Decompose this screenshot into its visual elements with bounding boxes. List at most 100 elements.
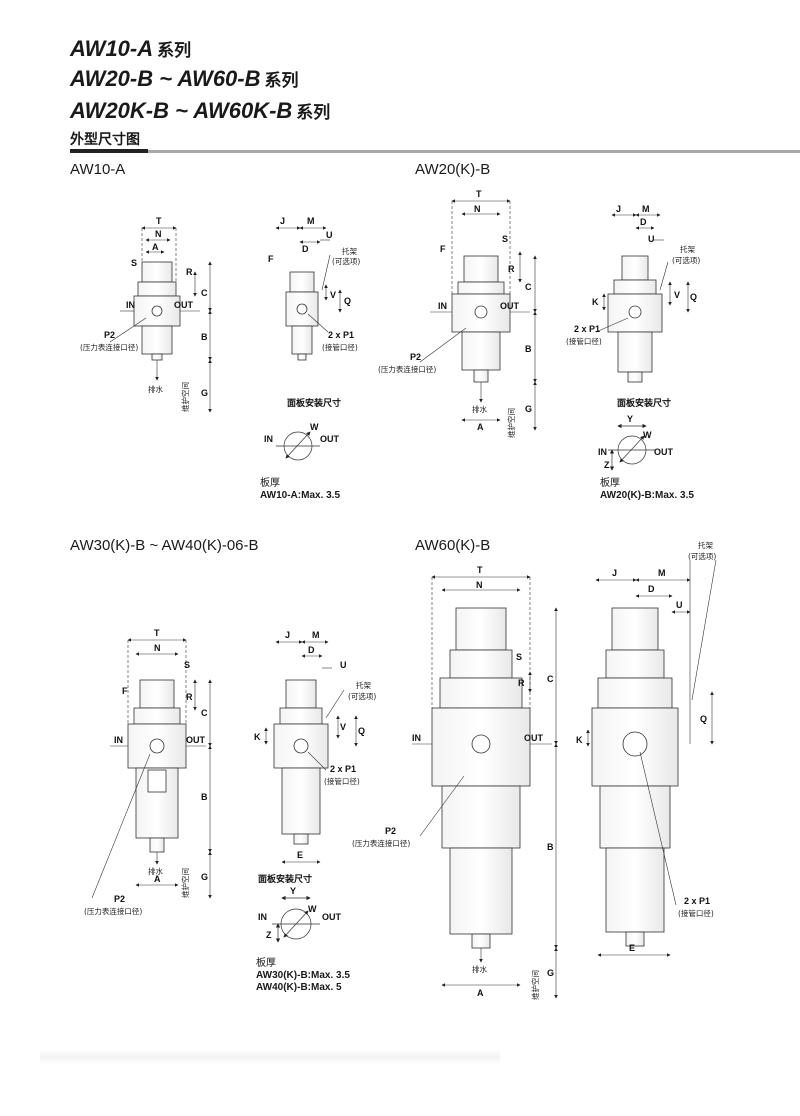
aw20-side-view (607, 255, 663, 383)
aw30-thickness-value: AW30(K)-B:Max. 3.5 (256, 970, 350, 981)
title-model-2: AW20-B ~ AW60-B (70, 66, 261, 91)
aw10-label-in: IN (126, 300, 135, 310)
aw30-side-dim-e: E (297, 850, 303, 860)
aw30-panel-y: Y (290, 886, 296, 896)
aw30-side-dim-v: V (340, 722, 346, 732)
aw20-side-dim-k: K (592, 297, 599, 307)
aw30-dim-n: N (154, 643, 161, 653)
aw30-side-dim-k: K (254, 732, 261, 742)
aw20-thickness-label: 板厚 (600, 478, 620, 489)
aw60-dim-c: C (547, 674, 554, 684)
aw10-side-dim-j: J (280, 216, 285, 226)
aw60-label-bracket-note: (可选项) (688, 551, 716, 561)
aw30-front-view (127, 679, 187, 853)
aw20-panel-w: W (643, 430, 652, 440)
aw30-side-dims (264, 640, 358, 864)
aw60-side-dim-e: E (629, 943, 635, 953)
aw30-panel-in: IN (258, 912, 267, 922)
title-model-1: AW10-A (70, 36, 154, 61)
aw20-label-in: IN (438, 301, 447, 311)
aw20-panel-in: IN (598, 447, 607, 457)
aw60-label-in: IN (412, 733, 421, 743)
aw30-label-bracket-note: (可选项) (348, 691, 376, 701)
aw60-dim-g: G (547, 968, 554, 978)
aw20-front-view (451, 255, 511, 383)
aw60-front-view (431, 607, 531, 949)
aw20-dim-s: S (502, 234, 508, 244)
title-rule (70, 150, 800, 153)
aw20-label-bracket-note: (可选项) (672, 255, 700, 265)
section-title-aw10: AW10-A (70, 161, 126, 178)
aw20-label-maintenance: 维护空间 (506, 408, 516, 438)
aw10-thickness-note: 板厚 AW10-A:Max. 3.5 (260, 478, 340, 502)
aw30-panel-title: 面板安装尺寸 (258, 873, 312, 885)
aw10-front-dims (109, 226, 212, 413)
aw60-label-p2: P2 (385, 826, 396, 836)
aw10-label-drain: 排水 (148, 384, 163, 394)
aw30-label-in: IN (114, 735, 123, 745)
aw60-side-dims (586, 559, 717, 957)
aw30-dim-t: T (154, 628, 160, 638)
aw10-panel-w: W (310, 422, 319, 432)
aw30-panel-w: W (308, 904, 317, 914)
aw10-side-view (285, 271, 319, 361)
aw20-panel-y: Y (627, 414, 633, 424)
aw10-thickness-label: 板厚 (260, 478, 280, 489)
aw60-label-bracket: 托架 (698, 540, 713, 550)
aw20-dim-g: G (525, 404, 532, 414)
aw30-dim-a: A (154, 874, 161, 884)
aw10-label-p1: 2 x P1 (328, 330, 354, 340)
aw60-front-dims (412, 575, 558, 999)
aw60-dim-b: B (547, 842, 554, 852)
aw20-dim-b: B (525, 344, 532, 354)
aw10-bowl (141, 325, 173, 355)
aw30-dim-r: R (186, 692, 193, 702)
aw60-label-p2-note: (压力表连接口径) (352, 838, 410, 848)
aw20-label-p2: P2 (410, 352, 421, 362)
aw30-thickness-note: 板厚 AW30(K)-B:Max. 3.5 AW40(K)-B:Max. 5 (256, 958, 350, 994)
title-model-3: AW20K-B ~ AW60K-B (70, 98, 293, 123)
aw30-side-dim-q: Q (358, 726, 365, 736)
aw20-label-out: OUT (500, 301, 520, 311)
aw20-label-drain: 排水 (472, 404, 487, 414)
aw60-side-dim-q: Q (700, 714, 707, 724)
aw20-side-dim-u: U (648, 234, 655, 244)
aw10-label-p2: P2 (104, 330, 115, 340)
aw20-panel-diagram (608, 423, 656, 471)
aw10-label-bracket-note: (可选项) (332, 256, 360, 266)
title-rule-accent (70, 149, 148, 153)
aw30-panel-diagram (272, 895, 320, 943)
aw30-dim-g: G (201, 872, 208, 882)
aw30-side-dim-j: J (285, 630, 290, 640)
aw10-knob (141, 261, 173, 283)
aw30-label-p2-note: (压力表连接口径) (84, 906, 142, 916)
aw10-dim-g: G (201, 388, 208, 398)
aw20-dim-t: T (476, 189, 482, 199)
title-suffix-1: 系列 (157, 41, 192, 60)
page-subtitle: 外型尺寸图 (70, 131, 140, 147)
aw10-dim-s: S (131, 258, 137, 268)
aw60-label-maintenance: 维护空间 (530, 970, 540, 1000)
aw60-side-dim-d: D (648, 584, 655, 594)
aw60-label-out: OUT (524, 733, 544, 743)
aw20-side-dim-q: Q (690, 292, 697, 302)
aw10-panel-title: 面板安装尺寸 (287, 397, 341, 409)
aw10-side-dim-v: V (330, 290, 336, 300)
aw20-front-dims (419, 199, 537, 431)
aw10-dim-t: T (156, 216, 162, 226)
aw10-dim-a: A (152, 242, 159, 252)
aw10-label-maintenance: 维护空间 (180, 382, 190, 412)
aw20-label-p1-note: (接管口径) (566, 336, 602, 346)
aw10-side-dims (275, 226, 342, 333)
aw10-dim-r: R (186, 267, 193, 277)
aw30-label-p1: 2 x P1 (330, 764, 356, 774)
aw60-label-drain: 排水 (472, 964, 487, 974)
aw20-dim-n: N (474, 204, 481, 214)
aw60-dim-r: R (518, 678, 525, 688)
aw20-dim-f: F (440, 244, 446, 254)
aw60-side-dim-m: M (658, 568, 666, 578)
section-title-aw30-40: AW30(K)-B ~ AW40(K)-06-B (70, 537, 259, 554)
aw20-panel-title: 面板安装尺寸 (617, 397, 671, 409)
aw30-side-dim-u: U (340, 660, 347, 670)
